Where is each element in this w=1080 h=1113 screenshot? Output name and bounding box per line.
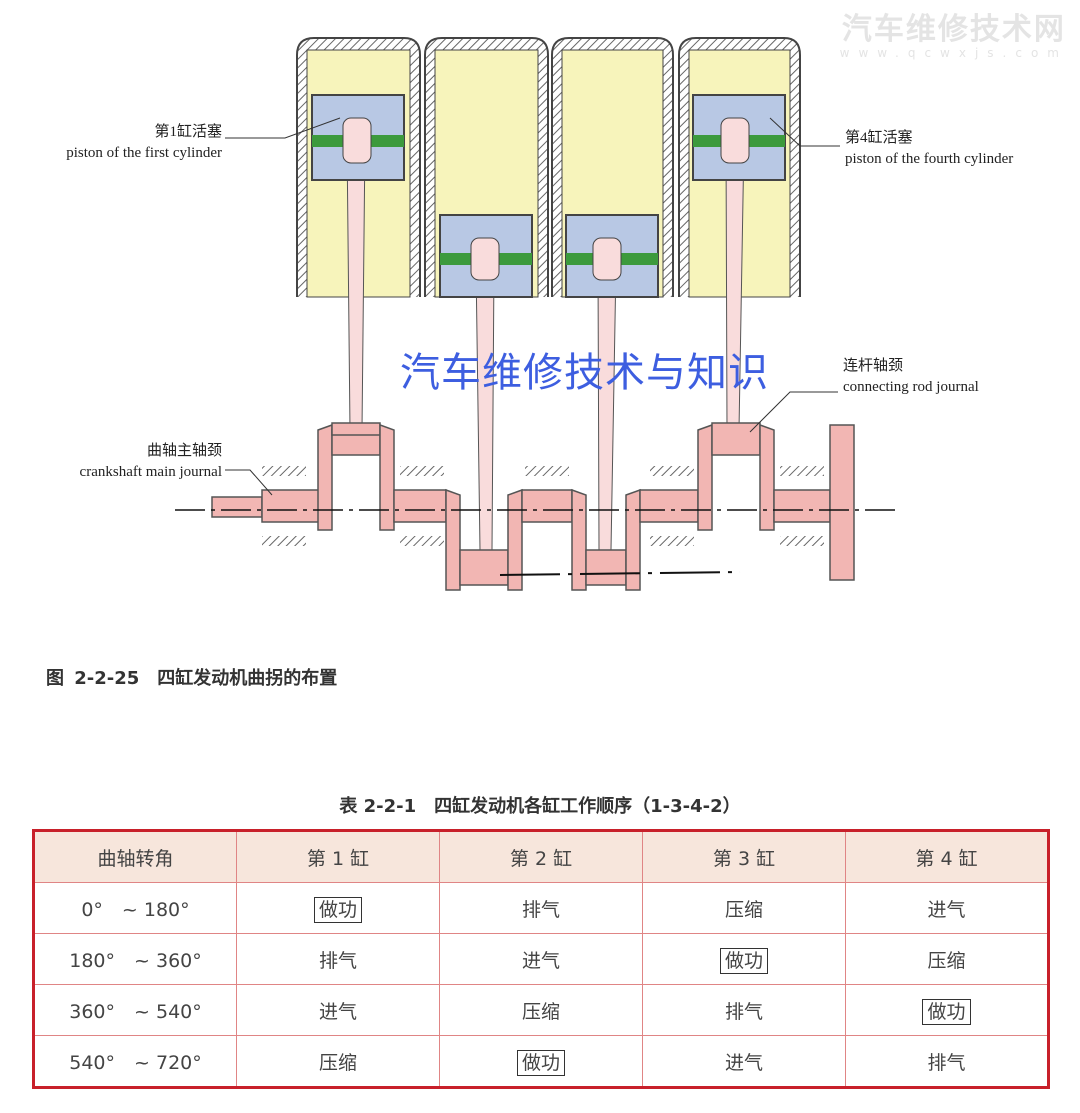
table-cell: 进气: [845, 882, 1049, 934]
figure-caption: 图 2-2-25 四缸发动机曲拐的布置: [46, 668, 338, 689]
label-text: 连杆轴颈: [843, 358, 904, 374]
cell-text: 排气: [521, 898, 560, 921]
cell-text: 第 1 缸: [306, 847, 370, 870]
watermark-title: 汽车维修技术网: [841, 12, 1066, 47]
table-row: 360° ~ 540° 进气 压缩 排气 做功: [33, 984, 1049, 1036]
table-cell: 做功: [236, 882, 440, 934]
label-text: crankshaft main journal: [79, 464, 222, 480]
table-cell: 进气: [439, 933, 643, 985]
table-cell: 排气: [439, 882, 643, 934]
table-cell: 排气: [642, 984, 846, 1036]
cell-text: 第 4 缸: [915, 847, 978, 870]
table-cell: 压缩: [236, 1035, 440, 1088]
label-piston-4: 第4缸活塞 piston of the fourth cylinder: [845, 128, 1013, 170]
table-cell: 排气: [236, 933, 440, 985]
table-cell: 做功: [439, 1035, 643, 1088]
cell-text: 进气: [521, 949, 560, 972]
pistons: [311, 94, 786, 298]
cell-text: 压缩: [724, 898, 763, 921]
table-cell: 进气: [236, 984, 440, 1036]
label-rod-journal: 连杆轴颈 connecting rod journal: [843, 356, 979, 398]
cell-text: 第 2 缸: [509, 847, 573, 870]
label-text: 第4缸活塞: [845, 130, 913, 146]
cell-text: 第 3 缸: [712, 847, 776, 870]
cell-text: 0° ~ 180°: [81, 898, 190, 921]
label-text: piston of the fourth cylinder: [845, 151, 1014, 167]
cell-text: 排气: [724, 1000, 763, 1023]
power-stroke-boxed: 做功: [313, 896, 362, 923]
power-stroke-boxed: 做功: [719, 947, 768, 974]
table-cell: 第 1 缸: [236, 830, 440, 883]
cell-text: 进气: [318, 1000, 357, 1023]
cell-text: 进气: [927, 898, 966, 921]
table-cell: 360° ~ 540°: [33, 984, 237, 1036]
table-cell: 曲轴转角: [33, 830, 237, 883]
table-cell: 第 4 缸: [845, 830, 1049, 883]
label-text: 曲轴主轴颈: [146, 443, 222, 459]
crankshaft-diagram: [175, 37, 895, 591]
power-stroke-boxed: 做功: [922, 998, 971, 1025]
center-watermark: 汽车维修技术与知识: [400, 350, 769, 396]
cell-text: 曲轴转角: [97, 847, 174, 870]
table-title: 表 2-2-1 四缸发动机各缸工作顺序（1-3-4-2）: [339, 796, 741, 817]
cell-text: 排气: [927, 1051, 966, 1074]
table-row: 0° ~ 180° 做功 排气 压缩 进气: [33, 882, 1049, 934]
cell-text: 540° ~ 720°: [69, 1051, 202, 1074]
cell-text: 进气: [724, 1051, 763, 1074]
table-row: 540° ~ 720° 压缩 做功 进气 排气: [33, 1035, 1049, 1088]
site-watermark: 汽车维修技术网 www.qcwxjs.com: [840, 4, 1068, 60]
leader-lines: [225, 117, 840, 496]
table-cell: 0° ~ 180°: [33, 882, 237, 934]
table-cell: 压缩: [845, 933, 1049, 985]
cell-text: 180° ~ 360°: [69, 949, 202, 972]
table-cell: 进气: [642, 1035, 846, 1088]
table-cell: 压缩: [642, 882, 846, 934]
table-cell: 180° ~ 360°: [33, 933, 237, 985]
label-text: 第1缸活塞: [154, 124, 222, 140]
cell-text: 排气: [318, 949, 357, 972]
label-main-journal: 曲轴主轴颈 crankshaft main journal: [20, 441, 222, 483]
table-cell: 排气: [845, 1035, 1049, 1088]
power-stroke-boxed: 做功: [516, 1049, 565, 1076]
label-piston-1: 第1缸活塞 piston of the first cylinder: [20, 122, 222, 164]
table-cell: 第 2 缸: [439, 830, 643, 883]
cell-text: 压缩: [318, 1051, 357, 1074]
connecting-rods: [346, 139, 745, 551]
table-cell: 540° ~ 720°: [33, 1035, 237, 1088]
label-text: piston of the first cylinder: [66, 145, 222, 161]
table-header-row: 曲轴转角 第 1 缸 第 2 缸 第 3 缸 第 4 缸: [33, 830, 1049, 883]
crankshaft: [175, 422, 895, 591]
table-cell: 第 3 缸: [642, 830, 846, 883]
table-row: 180° ~ 360° 排气 进气 做功 压缩: [33, 933, 1049, 985]
cell-text: 压缩: [927, 949, 966, 972]
cell-text: 360° ~ 540°: [69, 1000, 202, 1023]
watermark-url: www.qcwxjs.com: [839, 46, 1068, 60]
table-cell: 压缩: [439, 984, 643, 1036]
cell-text: 压缩: [521, 1000, 560, 1023]
table-cell: 做功: [845, 984, 1049, 1036]
label-text: connecting rod journal: [843, 379, 979, 395]
table-cell: 做功: [642, 933, 846, 985]
